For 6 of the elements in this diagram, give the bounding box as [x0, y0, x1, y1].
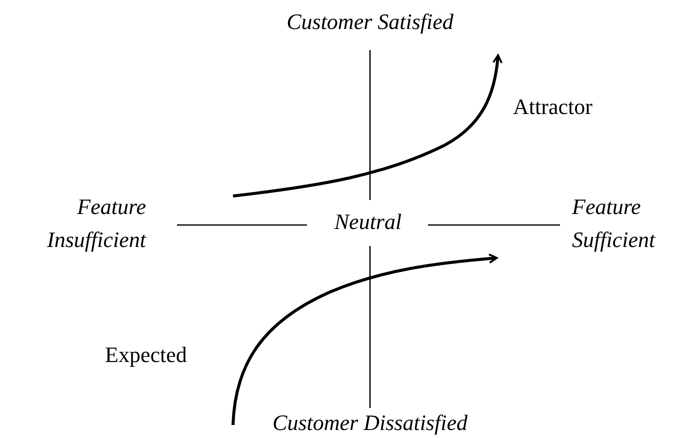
curve-label: Attractor: [513, 93, 592, 121]
axis-label: Feature Insufficient: [46, 193, 146, 254]
axis-label: Feature Sufficient: [572, 193, 656, 254]
axis-label: Customer Satisfied: [286, 8, 454, 36]
curve-label: Expected: [105, 341, 187, 369]
axis-label: Customer Dissatisfied: [272, 410, 468, 436]
